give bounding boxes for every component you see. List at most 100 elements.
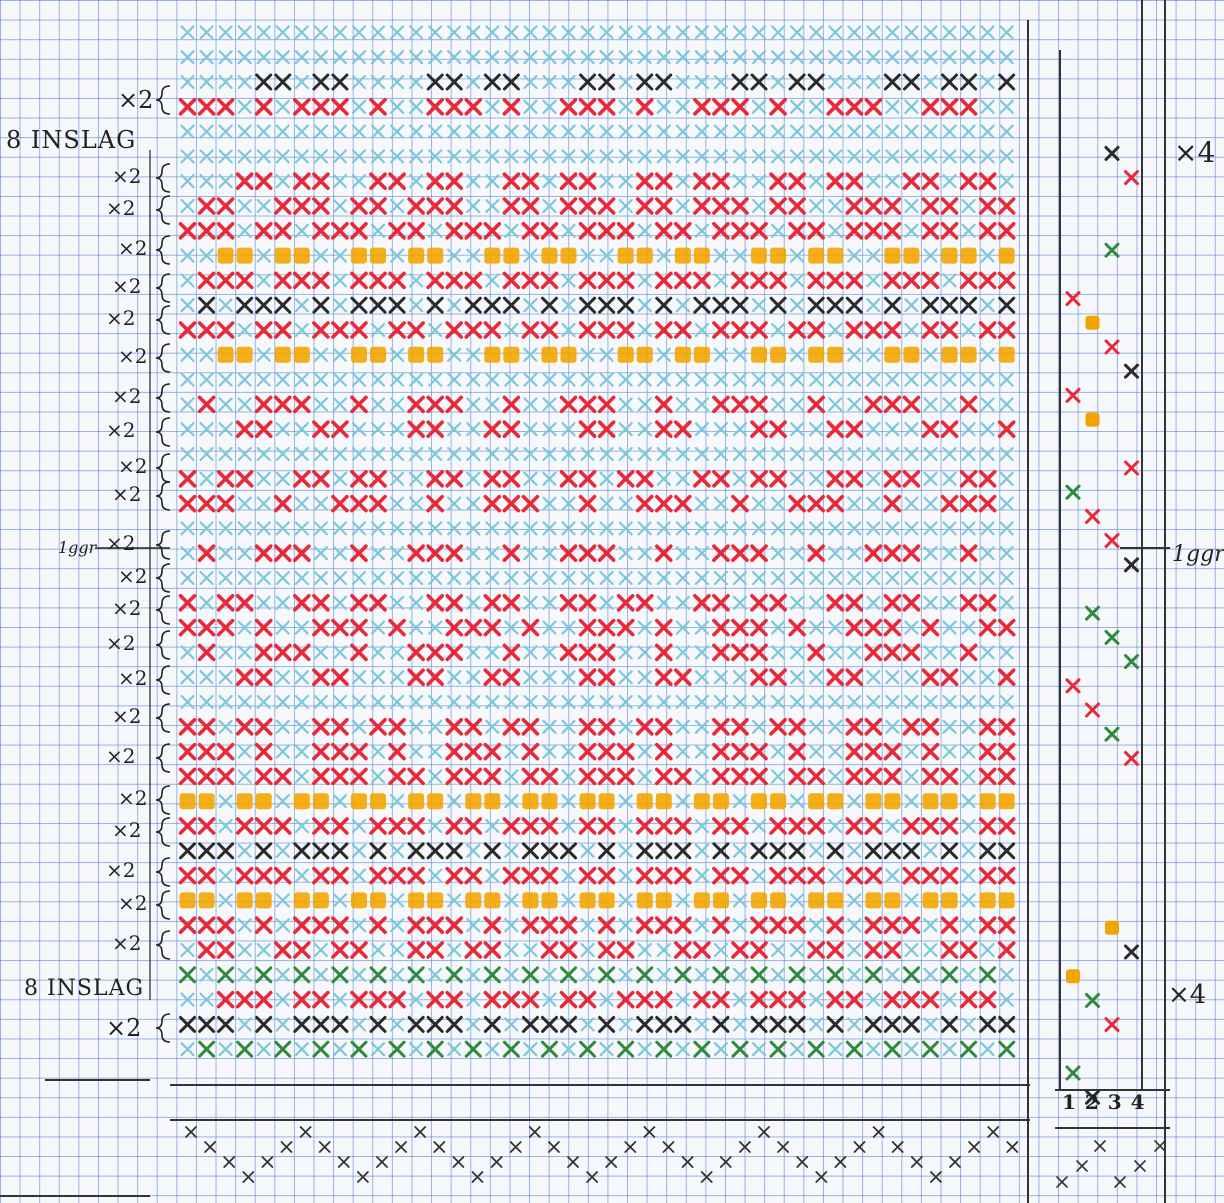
blue-cross [963, 324, 975, 336]
red-cross [314, 621, 328, 635]
red-cross [333, 100, 347, 114]
black-cross [733, 75, 747, 89]
red-cross [352, 323, 366, 337]
red-cross [295, 174, 309, 188]
red-cross [314, 993, 328, 1007]
red-cross [943, 224, 957, 238]
blue-cross [944, 522, 956, 534]
blue-cross [467, 969, 479, 981]
red-cross [828, 993, 842, 1007]
red-cross [352, 397, 366, 411]
blue-cross [810, 671, 822, 683]
blue-cross [220, 646, 232, 658]
red-cross [562, 943, 576, 957]
red-cross [314, 769, 328, 783]
blue-cross [963, 795, 975, 807]
treadle-2: 2 [1085, 1090, 1099, 1114]
blue-cross [810, 597, 822, 609]
yellow-cell [294, 793, 310, 809]
red-cross [981, 745, 995, 759]
red-cross [581, 174, 595, 188]
red-cross [657, 323, 671, 337]
blue-cross [582, 1018, 594, 1030]
blue-cross [524, 597, 536, 609]
blue-cross [543, 175, 555, 187]
red-cross [314, 918, 328, 932]
blue-cross [315, 374, 327, 386]
blue-cross [658, 473, 670, 485]
blue-cross [296, 721, 308, 733]
blue-cross [620, 398, 632, 410]
red-cross [771, 596, 785, 610]
red-cross [752, 273, 766, 287]
blue-cross [239, 200, 251, 212]
blue-cross [601, 448, 613, 460]
blue-cross [810, 994, 822, 1006]
blue-cross [353, 26, 365, 38]
red-cross [447, 745, 461, 759]
red-cross [200, 546, 214, 560]
side-cross [1126, 946, 1138, 958]
red-cross [904, 869, 918, 883]
red-cross [962, 596, 976, 610]
red-cross [676, 943, 690, 957]
green-cross [238, 1042, 252, 1056]
red-cross [657, 993, 671, 1007]
red-cross [619, 273, 633, 287]
repeat-brace [156, 384, 170, 412]
blue-cross [734, 597, 746, 609]
blue-cross [543, 498, 555, 510]
red-cross [809, 546, 823, 560]
blue-cross [467, 572, 479, 584]
thread-cross [950, 1157, 960, 1167]
blue-cross [734, 175, 746, 187]
blue-cross [563, 26, 575, 38]
blue-cross [696, 622, 708, 634]
blue-cross [182, 250, 194, 262]
blue-cross [277, 721, 289, 733]
blue-cross [391, 646, 403, 658]
red-cross [828, 422, 842, 436]
red-cross [447, 869, 461, 883]
blue-cross [582, 26, 594, 38]
right-bottom-repeat: ×4 [1168, 980, 1206, 1010]
side-cross [1106, 1019, 1118, 1031]
thread-cross [568, 1157, 578, 1167]
red-cross [752, 621, 766, 635]
blue-cross [524, 1043, 536, 1055]
blue-cross [334, 572, 346, 584]
blue-cross [772, 547, 784, 559]
red-cross [714, 918, 728, 932]
red-cross [200, 224, 214, 238]
blue-cross [239, 969, 251, 981]
yellow-cell [827, 793, 843, 809]
red-cross [371, 273, 385, 287]
blue-cross [791, 795, 803, 807]
red-cross [181, 819, 195, 833]
blue-cross [639, 225, 651, 237]
red-cross [409, 943, 423, 957]
blue-cross [867, 274, 879, 286]
blue-cross [563, 746, 575, 758]
blue-cross [486, 448, 498, 460]
yellow-cell [199, 892, 215, 908]
blue-cross [620, 969, 632, 981]
red-cross [733, 645, 747, 659]
blue-cross [905, 423, 917, 435]
blue-cross [982, 299, 994, 311]
blue-cross [334, 374, 346, 386]
blue-cross [982, 101, 994, 113]
blue-cross [696, 398, 708, 410]
red-cross [943, 323, 957, 337]
green-cross [638, 968, 652, 982]
blue-cross [982, 522, 994, 534]
black-cross [714, 844, 728, 858]
red-cross [371, 199, 385, 213]
green-cross [828, 968, 842, 982]
thread-cross [816, 1172, 826, 1182]
blue-cross [334, 250, 346, 262]
blue-cross [810, 919, 822, 931]
blue-cross [791, 944, 803, 956]
yellow-cell [808, 248, 824, 264]
